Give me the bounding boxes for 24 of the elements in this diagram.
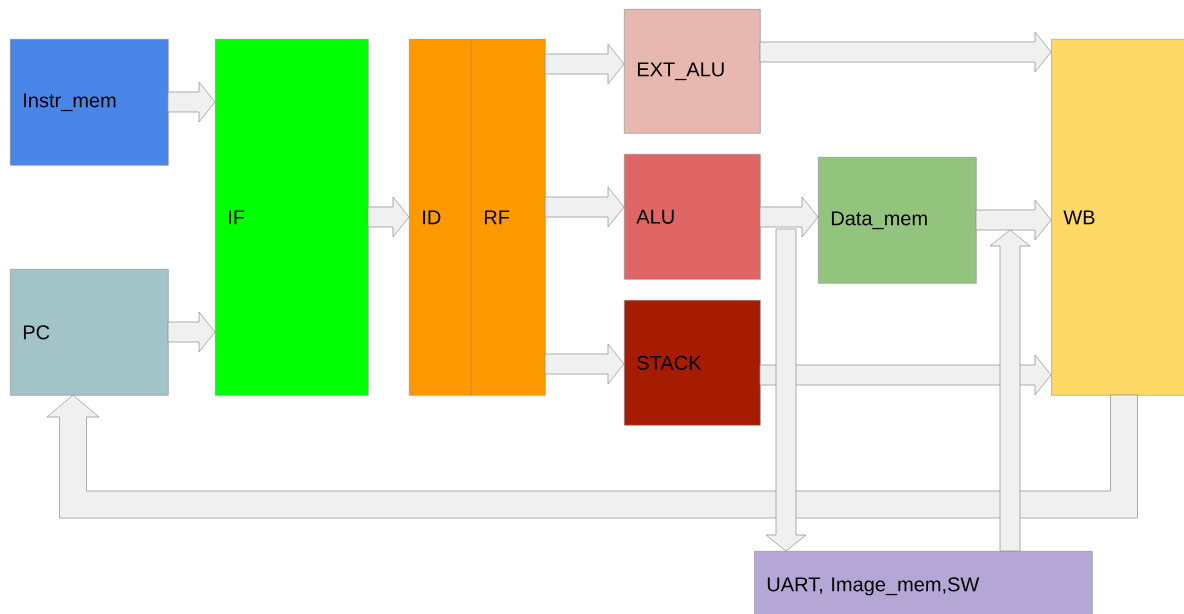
block-arrow [544,343,625,385]
block-arrow [759,354,1052,396]
io-box: UART, Image_mem,SW [754,551,1093,614]
block-arrow [975,199,1052,241]
alu-box: EXT_ALU [624,9,761,134]
alu-box: ALU [624,154,761,280]
memory-box: Data_mem [818,157,977,284]
block-arrow [367,196,410,238]
stage-box: ID [409,39,472,396]
block-arrow [544,186,625,228]
block-arrow [759,31,1052,73]
block-arrow [167,311,216,353]
memory-box: Instr_mem [10,39,169,166]
stage-box: IF [215,39,369,396]
block-arrow [167,81,216,123]
block-arrow [989,229,1031,552]
stage-box: RF [471,39,546,396]
block-arrow [765,228,807,552]
stack-box: STACK [624,300,761,426]
writeback-box: WB [1051,39,1184,396]
block-arrow [544,43,625,85]
pc-box: PC [10,269,169,396]
block-arrow [46,394,1138,519]
block-arrow [759,196,819,238]
